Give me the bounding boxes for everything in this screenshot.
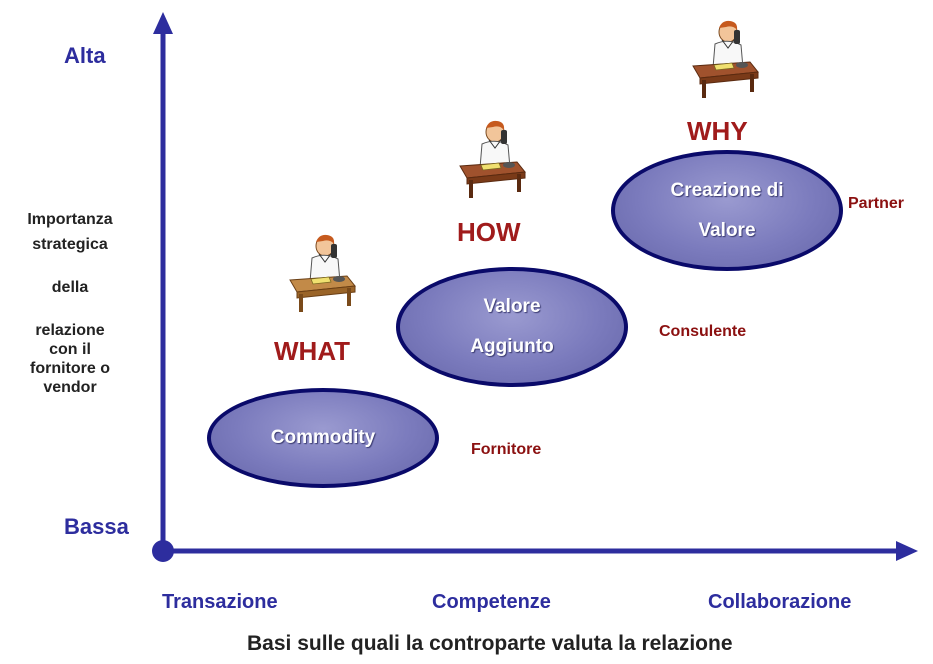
y-title-line: fornitore o [30,360,110,377]
y-title-line: con il [49,341,91,358]
y-axis-high-label: Alta [64,43,106,68]
x-axis-title: Basi sulle quali la controparte valuta l… [247,632,733,655]
x-tick-transazione: Transazione [162,591,278,613]
role-label-consulente: Consulente [659,323,747,340]
y-title-line: strategica [32,236,108,253]
y-axis-low-label: Bassa [64,514,129,539]
role-label-fornitore: Fornitore [471,441,542,458]
stage-label-why: WHY [687,116,748,146]
stage-ellipse-creazione-di-valore: Creazione di Valore [611,150,843,271]
y-title-line: relazione [35,322,105,339]
x-tick-collaborazione: Collaborazione [708,591,852,613]
stage-ellipse-commodity: Commodity [207,388,439,488]
person-at-desk-icon [459,120,526,198]
ellipse-text: Commodity [270,427,376,448]
y-title-line: della [51,279,89,296]
stage-label-what: WHAT [274,336,351,366]
ellipse-text: Valore [698,219,756,241]
x-tick-competenze: Competenze [432,591,551,613]
person-at-desk-icon [692,20,759,98]
stage-ellipse-valore-aggiunto: Valore Aggiunto [396,267,628,387]
y-title-line: Importanza [27,211,113,228]
ellipse-text: Aggiunto [470,336,554,357]
ellipse-text: Creazione di [670,179,784,201]
ellipse-text: Valore [483,296,541,317]
role-label-partner: Partner [848,195,905,212]
y-title-line: vendor [43,379,97,396]
y-axis-title: Importanza strategica della relazione co… [0,210,140,397]
stage-label-how: HOW [457,217,521,247]
person-at-desk-icon [289,234,356,312]
